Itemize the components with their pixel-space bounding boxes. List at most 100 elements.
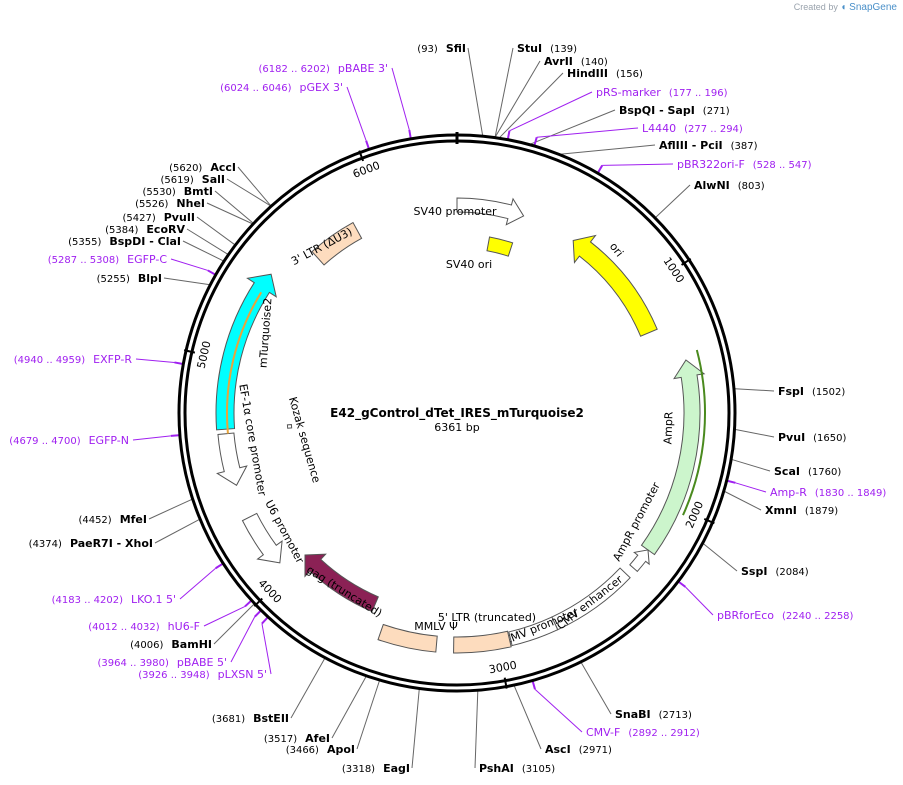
primer-name-l4440: L4440 bbox=[642, 122, 676, 135]
leader-sspi bbox=[703, 543, 738, 572]
primer-leader-pbabe-5 bbox=[230, 616, 256, 663]
leader-pvui bbox=[735, 428, 775, 438]
leader-apoi bbox=[356, 680, 380, 750]
site-bspqi-sapi: BspQI - SapI(271) bbox=[619, 104, 730, 117]
site-bsteii: (3681) BstEII bbox=[212, 712, 289, 725]
feature-ampr-promoter bbox=[629, 549, 650, 573]
primer-mark-prs-marker bbox=[506, 130, 511, 139]
feature-cmv-promoter bbox=[508, 616, 559, 647]
leader-bsteii bbox=[290, 658, 326, 719]
site-name-pshai: PshAI bbox=[479, 762, 514, 775]
primer-name-egfp-c: EGFP-C bbox=[127, 253, 167, 266]
primer-leader-pbr322ori-f bbox=[602, 163, 674, 166]
primer-name-plxsn-5: pLXSN 5' bbox=[218, 668, 267, 681]
plasmid-length: 6361 bp bbox=[434, 421, 479, 434]
site-pos-acci: (5620) bbox=[169, 163, 202, 174]
primer-mark-amp-r bbox=[727, 479, 736, 484]
primer-mark-exfp-r bbox=[174, 361, 183, 365]
site-name-nhei: NheI bbox=[176, 197, 205, 210]
primer-leader-prs-marker bbox=[509, 91, 593, 132]
tick-label-3000: 3000 bbox=[488, 659, 518, 677]
tick-label-2000: 2000 bbox=[683, 499, 706, 530]
primer-leader-pbrforeco bbox=[684, 586, 714, 616]
feature-sv40-ori bbox=[486, 236, 514, 257]
site-fspi: FspI(1502) bbox=[778, 385, 845, 398]
primer-name-pgex-3: pGEX 3' bbox=[299, 81, 343, 94]
site-afei: (3517)AfeI bbox=[264, 732, 330, 745]
primer-prs-marker: pRS-marker(177 .. 196) bbox=[596, 86, 728, 99]
leader-snabi bbox=[580, 662, 612, 715]
site-pvui: PvuI(1650) bbox=[778, 431, 847, 444]
primer-pos-exfp-r: (4940 .. 4959) bbox=[14, 355, 86, 366]
site-pos-ecorv: (5384) bbox=[105, 225, 138, 236]
primer-leader-exfp-r bbox=[135, 358, 175, 363]
site-apoi: (3466)ApoI bbox=[286, 743, 355, 756]
primer-pos-pbrforeco: (2240 .. 2258) bbox=[782, 611, 854, 622]
primer-name-pbr322ori-f: pBR322ori-F bbox=[677, 158, 745, 171]
site-name-sali: SalI bbox=[202, 173, 225, 186]
site-name-bsteii: BstEII bbox=[253, 712, 289, 725]
site-pos-avrii: (140) bbox=[581, 57, 608, 68]
site-pos-fspi: (1502) bbox=[812, 387, 845, 398]
site-scai: ScaI(1760) bbox=[774, 465, 841, 478]
primer-mark-pbrforeco bbox=[678, 581, 686, 588]
feature-label-sv40-ori: SV40 ori bbox=[446, 258, 492, 271]
leader-eagi bbox=[411, 689, 420, 769]
site-name-asci: AscI bbox=[545, 743, 571, 756]
leader-pvuii bbox=[196, 216, 235, 245]
primer-pos-cmv-f: (2892 .. 2912) bbox=[628, 728, 700, 739]
feature-label-sv40-promoter: SV40 promoter bbox=[413, 205, 497, 218]
site-acci: (5620)AccI bbox=[169, 161, 236, 174]
primer-name-hu6-f: hU6-F bbox=[168, 620, 200, 633]
primer-pos-plxsn-5: (3926 .. 3948) bbox=[138, 670, 210, 681]
site-pos-pvuii: (5427) bbox=[122, 213, 155, 224]
tick-label-5000: 5000 bbox=[195, 340, 214, 370]
site-name-afliii-pcii: AflIII - PciI bbox=[659, 139, 723, 152]
primer-l4440: L4440 (277 .. 294) bbox=[642, 122, 743, 135]
leader-fspi bbox=[734, 388, 775, 392]
primer-pos-l4440: (277 .. 294) bbox=[684, 124, 743, 135]
leader-bamhi bbox=[213, 603, 255, 645]
primer-mark-lko-1-5 bbox=[215, 563, 223, 570]
leader-acci bbox=[237, 166, 271, 206]
leader-pshai bbox=[474, 691, 479, 769]
tick-mark-6000 bbox=[358, 150, 365, 162]
site-pos-sfii: (93) bbox=[417, 44, 438, 55]
leader-asci bbox=[513, 685, 542, 750]
site-pos-bmti: (5530) bbox=[143, 187, 176, 198]
primer-mark-pbr322ori-f bbox=[597, 164, 604, 173]
primer-exfp-r: (4940 .. 4959)EXFP-R bbox=[14, 353, 133, 366]
feature-sv40-promoter bbox=[456, 197, 525, 226]
primer-pos-pgex-3: (6024 .. 6046) bbox=[220, 83, 292, 94]
leader-bspqi-sapi bbox=[530, 109, 616, 145]
site-sspi: SspI(2084) bbox=[741, 565, 809, 578]
leader-bmti bbox=[214, 190, 254, 224]
site-blpi: (5255)BlpI bbox=[97, 272, 162, 285]
primer-name-prs-marker: pRS-marker bbox=[596, 86, 661, 99]
primer-mark-cmv-f bbox=[531, 681, 536, 690]
leader-mfei bbox=[148, 498, 192, 520]
site-pos-bsteii: (3681) bbox=[212, 714, 245, 725]
feature-mturquoise2 bbox=[215, 273, 277, 431]
leader-alwni bbox=[655, 184, 691, 218]
site-name-apoi: ApoI bbox=[327, 743, 355, 756]
feature-label-mmlv: MMLV Ψ bbox=[414, 620, 458, 633]
primer-mark-egfp-n bbox=[170, 434, 179, 437]
primer-name-pbrforeco: pBRforEco bbox=[717, 609, 774, 622]
primer-pbrforeco: pBRforEco (2240 .. 2258) bbox=[717, 609, 854, 622]
primer-leader-l4440 bbox=[536, 127, 639, 138]
site-pos-nhei: (5526) bbox=[135, 199, 168, 210]
site-name-pvui: PvuI bbox=[778, 431, 805, 444]
primer-pos-lko-1-5: (4183 .. 4202) bbox=[52, 595, 124, 606]
site-name-afei: AfeI bbox=[305, 732, 330, 745]
site-name-alwni: AlwNI bbox=[694, 179, 730, 192]
site-pos-scai: (1760) bbox=[808, 467, 841, 478]
site-pos-hindiii: (156) bbox=[616, 69, 643, 80]
primer-plxsn-5: (3926 .. 3948) pLXSN 5' bbox=[138, 668, 267, 681]
site-pos-sspi: (2084) bbox=[775, 567, 808, 578]
site-sali: (5619)SalI bbox=[161, 173, 225, 186]
feature-5-ltr-truncated bbox=[453, 630, 512, 654]
site-pshai: PshAI(3105) bbox=[479, 762, 555, 775]
leader-stui bbox=[494, 47, 514, 137]
